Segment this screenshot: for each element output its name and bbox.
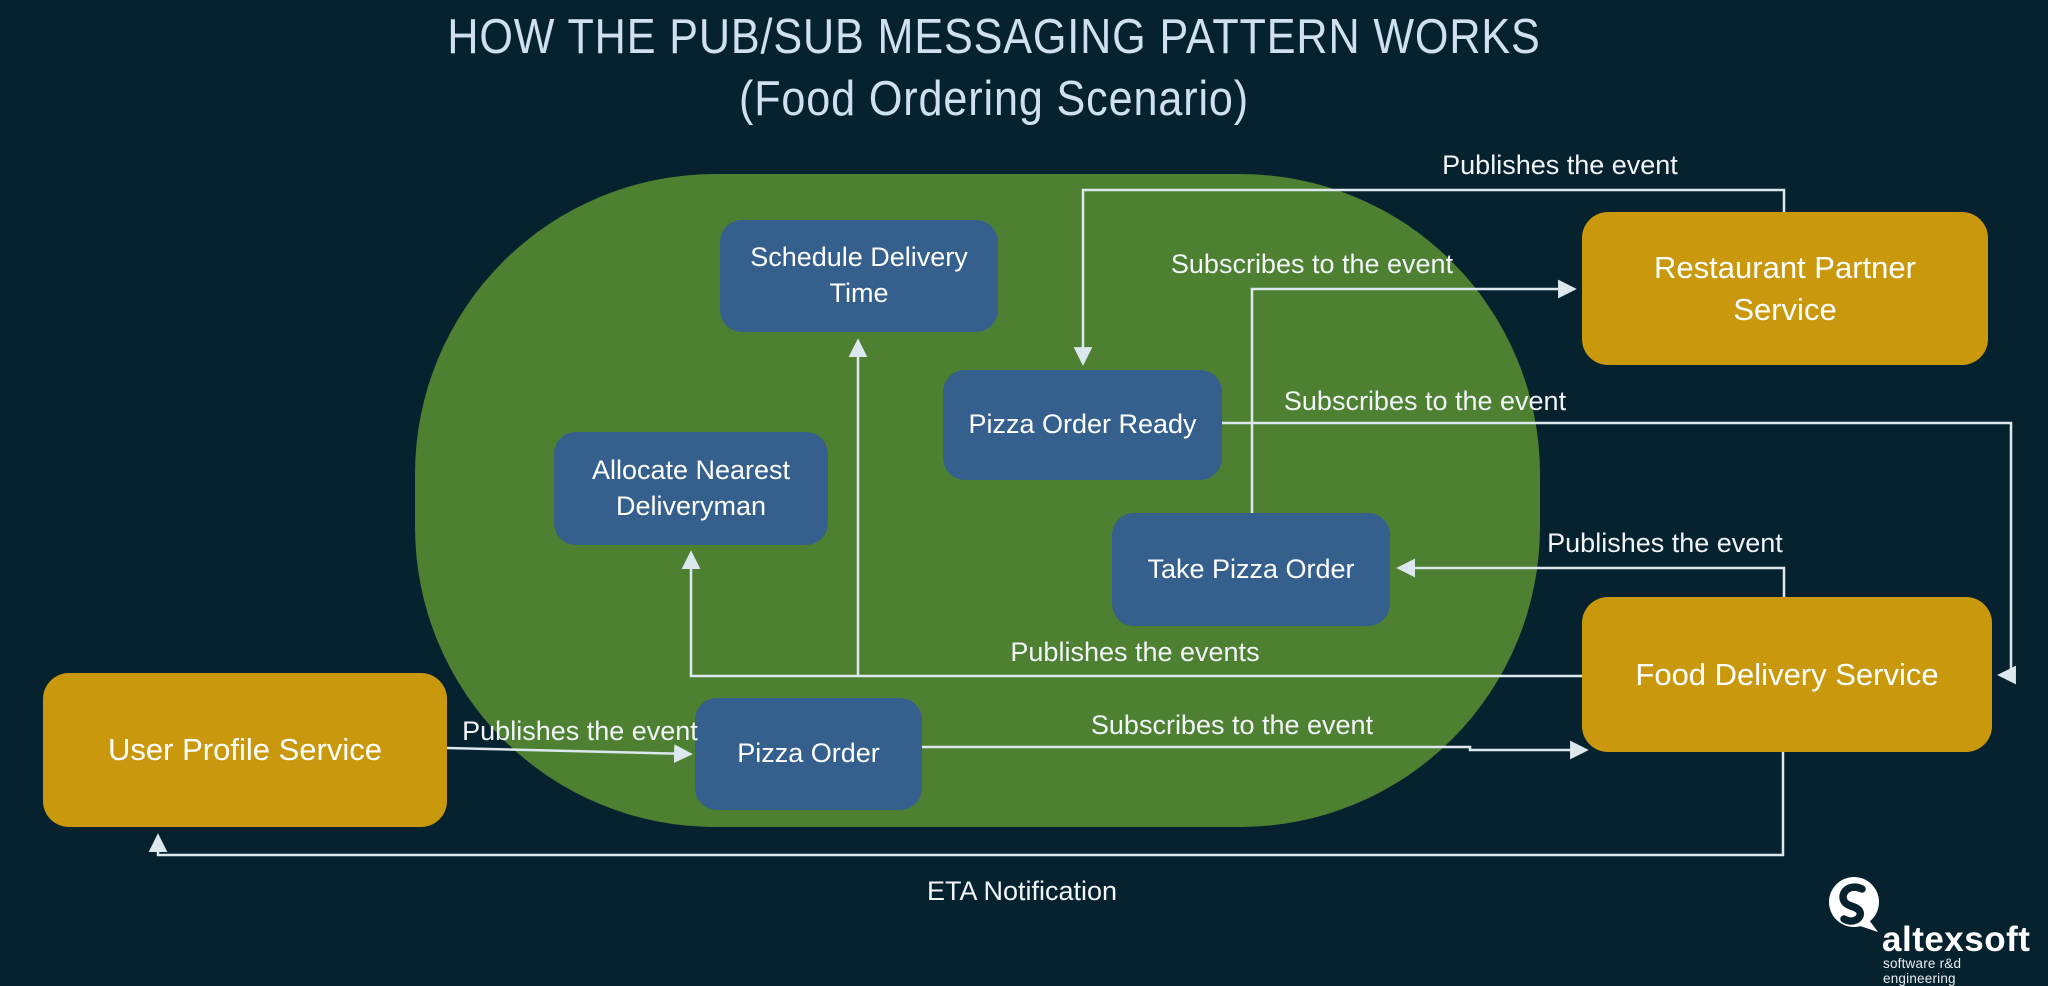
topic-label: Schedule Delivery Time (750, 242, 968, 308)
service-restaurant-partner: Restaurant Partner Service (1582, 212, 1988, 365)
service-label: User Profile Service (108, 732, 382, 768)
topic-take-pizza-order: Take Pizza Order (1112, 513, 1390, 626)
edge-label-eta-notification: ETA Notification (926, 876, 1118, 906)
topic-pizza-order: Pizza Order (695, 698, 922, 810)
topic-allocate-nearest-deliveryman: Allocate Nearest Deliveryman (554, 432, 828, 545)
edge-label-fds-subscribes-order: Subscribes to the event (1090, 710, 1374, 740)
topic-label: Allocate Nearest Deliveryman (591, 454, 791, 521)
topic-label: Take Pizza Order (1147, 553, 1355, 584)
topic-label: Pizza Order (737, 738, 880, 769)
edge-label-fds-publishes-events: Publishes the events (1010, 637, 1260, 667)
altexsoft-logo-icon (1829, 877, 1879, 932)
edge-label-rps-subscribes: Subscribes to the event (1170, 249, 1454, 279)
service-label: Food Delivery Service (1635, 656, 1939, 692)
page-title: HOW THE PUB/SUB MESSAGING PATTERN WORKS … (324, 6, 1664, 130)
title-line-2: (Food Ordering Scenario) (738, 72, 1250, 126)
topic-schedule-delivery-time: Schedule Delivery Time (720, 220, 998, 332)
service-food-delivery: Food Delivery Service (1582, 597, 1992, 752)
title-line-1: HOW THE PUB/SUB MESSAGING PATTERN WORKS (447, 10, 1541, 64)
altexsoft-logo-tagline: software r&d engineering (1883, 956, 1962, 986)
altexsoft-logo: altexsoft software r&d engineering (1820, 868, 2031, 986)
topic-label: Pizza Order Ready (968, 409, 1197, 440)
service-user-profile: User Profile Service (43, 673, 447, 827)
altexsoft-logo-name: altexsoft (1882, 920, 2031, 959)
edge-label-rps-publishes: Publishes the event (1442, 150, 1678, 180)
edge-label-fds-subscribes-ready: Subscribes to the event (1283, 386, 1567, 416)
edge-label-fds-publishes-take: Publishes the event (1547, 528, 1783, 558)
edge-label-ups-publishes: Publishes the event (462, 716, 698, 746)
topic-pizza-order-ready: Pizza Order Ready (943, 370, 1222, 480)
service-label: Restaurant Partner Service (1654, 249, 1916, 327)
